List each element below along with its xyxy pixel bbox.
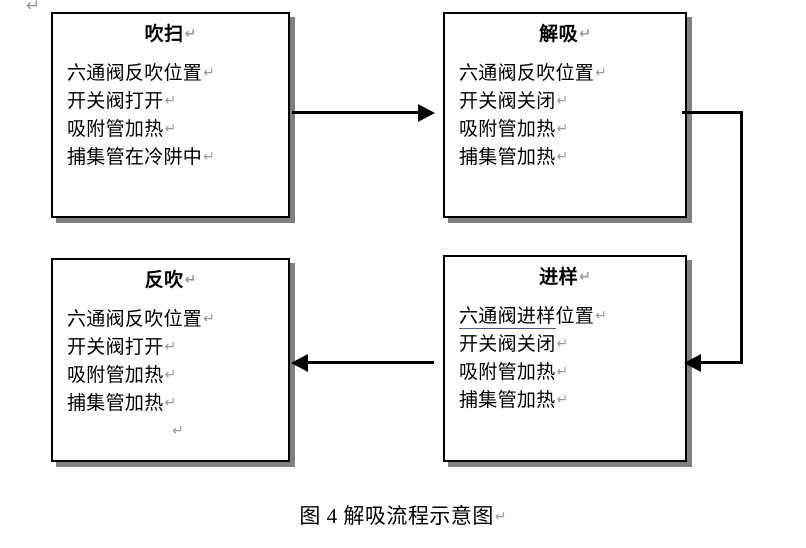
node-title-backflush: 反吹↵ bbox=[53, 271, 288, 291]
connector-inject-to-backflush-line bbox=[308, 361, 434, 364]
node-line: 捕集管加热↵ bbox=[67, 390, 288, 418]
node-line-text: 吸附管加热 bbox=[459, 118, 556, 140]
node-title-desorb: 解吸↵ bbox=[445, 25, 685, 45]
paragraph-mark-icon: ↵ bbox=[164, 338, 177, 355]
node-line-text: 开关阀关闭 bbox=[459, 90, 556, 112]
paragraph-mark-icon: ↵ bbox=[164, 92, 177, 109]
connector-desorb-to-inject-segment-vertical bbox=[740, 111, 743, 363]
node-line: 开关阀打开↵ bbox=[67, 334, 288, 362]
node-line: 吸附管加热↵ bbox=[67, 116, 288, 144]
node-line-text: 六通阀反吹位置 bbox=[67, 62, 203, 84]
node-line: 开关阀关闭↵ bbox=[459, 331, 685, 359]
paragraph-mark-icon: ↵ bbox=[579, 269, 591, 285]
node-title-inject: 进样↵ bbox=[445, 268, 685, 288]
figure-caption-text: 图 4 解吸流程示意图 bbox=[299, 504, 494, 528]
paragraph-mark-icon: ↵ bbox=[164, 366, 177, 383]
node-line: 捕集管加热↵ bbox=[459, 387, 685, 415]
figure-caption: 图 4 解吸流程示意图↵ bbox=[0, 500, 806, 530]
flow-node-inject[interactable]: 进样↵ 六通阀进样位置↵ 开关阀关闭↵ 吸附管加热↵ 捕集管加热↵ bbox=[443, 255, 687, 462]
node-line-text: 吸附管加热 bbox=[67, 364, 164, 386]
node-line-text: 位置 bbox=[555, 305, 595, 327]
node-line: 捕集管加热↵ bbox=[459, 144, 685, 172]
node-line-text: 开关阀关闭 bbox=[459, 333, 556, 355]
arrow-head-left-icon bbox=[684, 354, 701, 372]
node-line-text: 吸附管加热 bbox=[459, 361, 556, 383]
node-line-text-marked: 六通阀进样 bbox=[459, 305, 556, 329]
paragraph-mark-icon: ↵ bbox=[556, 363, 569, 380]
node-line-empty: ↵ bbox=[67, 418, 288, 446]
node-title-text: 进样 bbox=[539, 267, 579, 288]
node-body-backflush: 六通阀反吹位置↵ 开关阀打开↵ 吸附管加热↵ 捕集管加热↵ ↵ bbox=[53, 306, 288, 446]
node-line: 开关阀关闭↵ bbox=[459, 88, 685, 116]
node-line: 吸附管加热↵ bbox=[459, 116, 685, 144]
node-line-text: 捕集管加热 bbox=[459, 389, 556, 411]
paragraph-mark-icon: ↵ bbox=[494, 509, 507, 525]
node-line-text: 吸附管加热 bbox=[67, 118, 164, 140]
paragraph-mark-icon: ↵ bbox=[579, 26, 591, 42]
paragraph-mark-icon: ↵ bbox=[184, 272, 197, 288]
paragraph-mark-icon: ↵ bbox=[556, 120, 569, 137]
node-line-text: 开关阀打开 bbox=[67, 336, 164, 358]
node-line-text: 六通阀反吹位置 bbox=[459, 62, 595, 84]
node-title-text: 反吹 bbox=[144, 270, 184, 291]
node-line: 六通阀进样位置↵ bbox=[459, 303, 685, 331]
paragraph-mark-icon: ↵ bbox=[595, 64, 607, 81]
stray-paragraph-mark: ↵ bbox=[26, 0, 41, 16]
paragraph-mark-icon: ↵ bbox=[203, 148, 215, 165]
connector-purge-to-desorb-line bbox=[292, 111, 422, 114]
connector-desorb-to-inject-segment-top bbox=[682, 111, 743, 114]
node-line: 六通阀反吹位置↵ bbox=[459, 60, 685, 88]
node-title-purge: 吹扫↵ bbox=[53, 25, 288, 45]
flow-node-backflush[interactable]: 反吹↵ 六通阀反吹位置↵ 开关阀打开↵ 吸附管加热↵ 捕集管加热↵ ↵ bbox=[51, 258, 290, 462]
paragraph-mark-icon: ↵ bbox=[556, 335, 569, 352]
paragraph-mark-icon: ↵ bbox=[595, 307, 607, 324]
node-line-text: 开关阀打开 bbox=[67, 90, 164, 112]
paragraph-mark-icon: ↵ bbox=[164, 394, 177, 411]
node-line-text: 六通阀反吹位置 bbox=[67, 308, 203, 330]
node-body-purge: 六通阀反吹位置↵ 开关阀打开↵ 吸附管加热↵ 捕集管在冷阱中↵ bbox=[53, 60, 288, 172]
node-line-text: 捕集管加热 bbox=[67, 392, 164, 414]
node-body-desorb: 六通阀反吹位置↵ 开关阀关闭↵ 吸附管加热↵ 捕集管加热↵ bbox=[445, 60, 685, 172]
flow-node-desorb[interactable]: 解吸↵ 六通阀反吹位置↵ 开关阀关闭↵ 吸附管加热↵ 捕集管加热↵ bbox=[443, 12, 687, 218]
paragraph-mark-icon: ↵ bbox=[164, 120, 177, 137]
paragraph-mark-icon: ↵ bbox=[203, 64, 215, 81]
node-line: 六通阀反吹位置↵ bbox=[67, 306, 288, 334]
paragraph-mark-icon: ↵ bbox=[556, 148, 569, 165]
connector-desorb-to-inject-segment-bottom bbox=[700, 361, 743, 364]
node-line: 捕集管在冷阱中↵ bbox=[67, 144, 288, 172]
paragraph-mark-icon: ↵ bbox=[172, 422, 184, 439]
node-line: 六通阀反吹位置↵ bbox=[67, 60, 288, 88]
paragraph-mark-icon: ↵ bbox=[203, 310, 215, 327]
node-title-text: 解吸 bbox=[539, 24, 579, 45]
paragraph-mark-icon: ↵ bbox=[184, 26, 197, 42]
node-body-inject: 六通阀进样位置↵ 开关阀关闭↵ 吸附管加热↵ 捕集管加热↵ bbox=[445, 303, 685, 415]
node-line-text: 捕集管在冷阱中 bbox=[67, 146, 203, 168]
arrow-head-left-icon bbox=[291, 354, 308, 372]
node-line-text: 捕集管加热 bbox=[459, 146, 556, 168]
node-title-text: 吹扫 bbox=[144, 24, 184, 45]
flow-node-purge[interactable]: 吹扫↵ 六通阀反吹位置↵ 开关阀打开↵ 吸附管加热↵ 捕集管在冷阱中↵ bbox=[51, 12, 290, 218]
arrow-head-right-icon bbox=[418, 104, 435, 122]
paragraph-mark-icon: ↵ bbox=[556, 92, 569, 109]
node-line: 开关阀打开↵ bbox=[67, 88, 288, 116]
paragraph-mark-icon: ↵ bbox=[556, 391, 569, 408]
node-line: 吸附管加热↵ bbox=[67, 362, 288, 390]
node-line: 吸附管加热↵ bbox=[459, 359, 685, 387]
